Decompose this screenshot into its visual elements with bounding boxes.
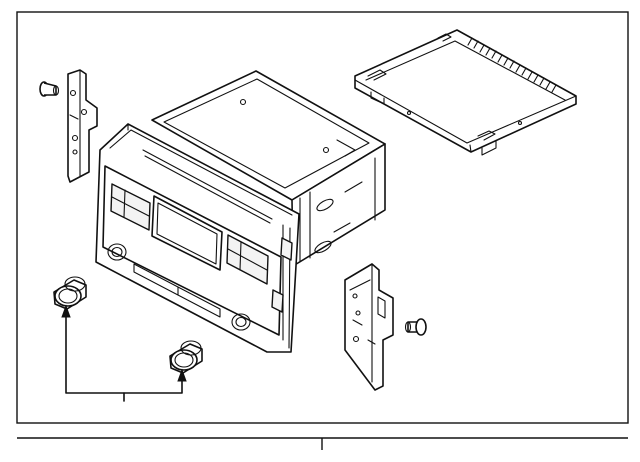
radio-head-unit <box>95 70 386 353</box>
diagram-frame <box>16 11 629 424</box>
screw-left <box>39 81 60 97</box>
top-cover-plate <box>354 29 577 156</box>
screw-right <box>404 318 427 336</box>
knob-right <box>169 340 203 374</box>
knob-left <box>53 276 87 310</box>
left-mounting-bracket <box>67 69 98 183</box>
callout-lines <box>61 304 187 402</box>
right-mounting-bracket <box>344 263 394 391</box>
